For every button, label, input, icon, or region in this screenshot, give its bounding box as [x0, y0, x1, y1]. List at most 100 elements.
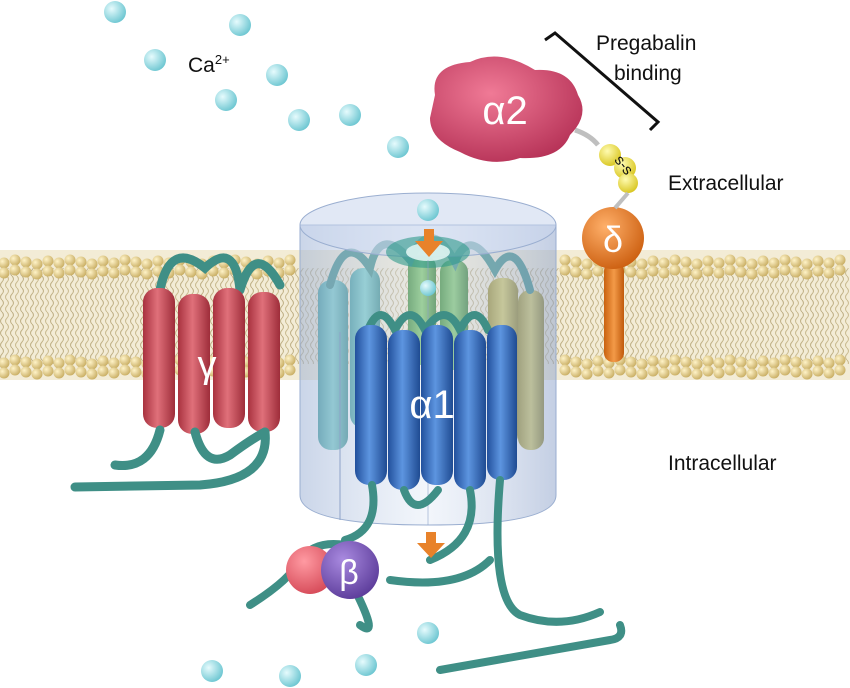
lipid-head: [724, 364, 736, 376]
lipid-head: [713, 357, 725, 369]
lipid-head: [31, 368, 43, 380]
calcium-ion: [420, 280, 436, 296]
lipid-head: [581, 258, 593, 270]
lipid-head: [812, 355, 824, 367]
calcium-flow-arrow-top: [415, 229, 443, 257]
lipid-head: [768, 357, 780, 369]
lipid-head: [130, 256, 142, 268]
lipid-head: [108, 257, 120, 269]
lipid-head: [790, 366, 802, 378]
calcium-ion: [229, 14, 251, 36]
lipid-head: [53, 357, 65, 369]
lipid-head: [724, 354, 736, 366]
beta-label: β: [339, 554, 359, 592]
lipid-head: [669, 264, 681, 276]
lipid-head: [625, 356, 637, 368]
lipid-head: [823, 257, 835, 269]
lipid-head: [130, 266, 142, 278]
lipid-head: [746, 358, 758, 370]
lipid-head: [9, 254, 21, 266]
lipid-head: [702, 265, 714, 277]
alpha1-label: α1: [409, 383, 454, 427]
lipid-head: [834, 264, 846, 276]
intracellular-label: Intracellular: [668, 452, 777, 475]
lipid-head: [812, 365, 824, 377]
lipid-head: [581, 358, 593, 370]
lipid-head: [735, 256, 747, 268]
lipid-head: [603, 367, 615, 379]
calcium-ion: [387, 136, 409, 158]
lipid-head: [801, 268, 813, 280]
lipid-head: [592, 355, 604, 367]
pregabalin-bracket: [544, 31, 661, 132]
lipid-head: [119, 354, 131, 366]
lipid-head: [614, 364, 626, 376]
lipid-head: [97, 355, 109, 367]
lipid-head: [570, 256, 582, 268]
calcium-ion: [266, 64, 288, 86]
lipid-head: [735, 356, 747, 368]
lipid-head: [53, 367, 65, 379]
lipid-head: [680, 266, 692, 278]
lipid-head: [0, 267, 10, 279]
lipid-head: [119, 254, 131, 266]
lipid-head: [790, 266, 802, 278]
lipid-head: [812, 265, 824, 277]
lipid-head: [64, 264, 76, 276]
lipid-head: [834, 364, 846, 376]
lipid-head: [702, 365, 714, 377]
lipid-head: [218, 267, 230, 279]
lipid-head: [559, 264, 571, 276]
lipid-head: [86, 258, 98, 270]
lipid-head: [97, 255, 109, 267]
lipid-head: [75, 356, 87, 368]
calcium-ion: [279, 665, 301, 687]
lipid-head: [680, 366, 692, 378]
lipid-head: [823, 357, 835, 369]
lipid-head: [119, 264, 131, 276]
lipid-head: [86, 268, 98, 280]
lipid-head: [746, 258, 758, 270]
lipid-head: [97, 365, 109, 377]
lipid-head: [284, 264, 296, 276]
lipid-head: [108, 357, 120, 369]
lipid-head: [273, 257, 285, 269]
lipid-head: [636, 368, 648, 380]
calcium-ion: [288, 109, 310, 131]
lipid-head: [559, 364, 571, 376]
alpha2-label: α2: [482, 89, 527, 133]
lipid-head: [801, 368, 813, 380]
lipid-head: [141, 268, 153, 280]
lipid-head: [757, 355, 769, 367]
lipid-head: [757, 265, 769, 277]
lipid-head: [0, 257, 10, 269]
lipid-head: [713, 257, 725, 269]
lipid-head: [779, 364, 791, 376]
lipid-head: [768, 367, 780, 379]
lipid-head: [746, 368, 758, 380]
lipid-head: [779, 264, 791, 276]
lipid-head: [724, 254, 736, 266]
lipid-head: [647, 255, 659, 267]
lipid-head: [9, 364, 21, 376]
lipid-head: [31, 268, 43, 280]
lipid-head: [20, 356, 32, 368]
lipid-head: [647, 265, 659, 277]
disulfide-bridge: [574, 127, 638, 210]
lipid-head: [570, 356, 582, 368]
lipid-head: [669, 364, 681, 376]
lipid-head: [0, 357, 10, 369]
lipid-head: [559, 354, 571, 366]
lipid-head: [647, 365, 659, 377]
delta-subunit: [582, 207, 644, 362]
lipid-head: [20, 256, 32, 268]
lipid-head: [658, 357, 670, 369]
extracellular-label: Extracellular: [668, 172, 784, 195]
lipid-head: [823, 367, 835, 379]
lipid-head: [669, 354, 681, 366]
lipid-head: [64, 354, 76, 366]
lipid-head: [75, 266, 87, 278]
gamma-label: γ: [198, 344, 217, 386]
lipid-head: [757, 365, 769, 377]
lipid-head: [592, 265, 604, 277]
